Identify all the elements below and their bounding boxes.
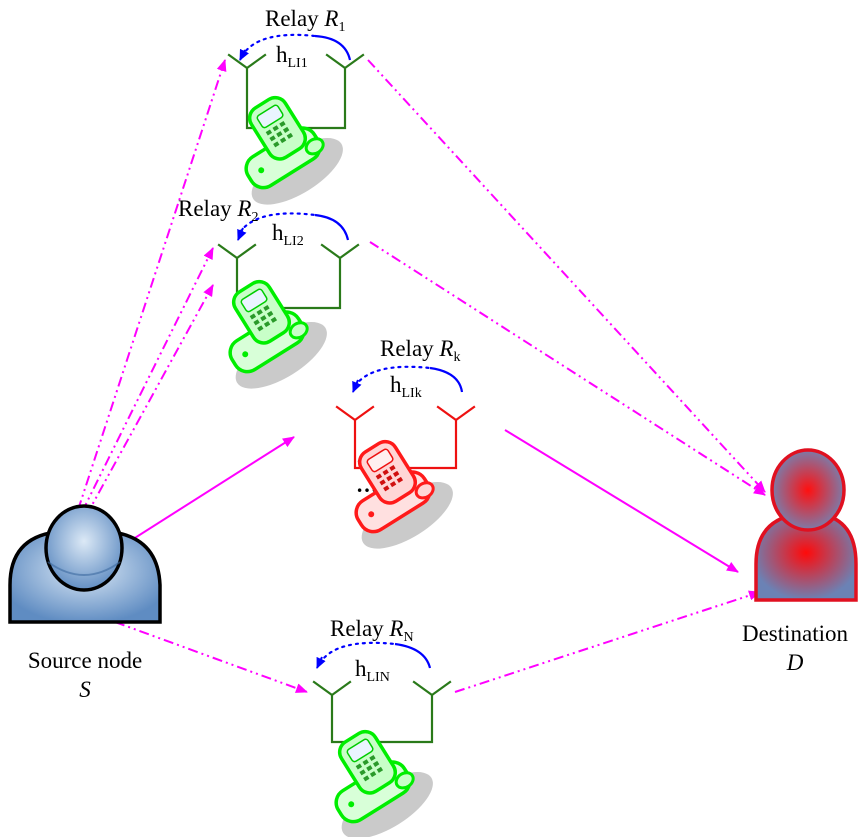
loop-interference-arc	[314, 34, 352, 61]
person-icon	[8, 504, 162, 624]
relay-2-li-channel: hLI2	[272, 220, 304, 249]
links	[77, 59, 766, 693]
destination-symbol: D	[786, 650, 804, 675]
relay-1-label: Relay R1	[265, 6, 345, 35]
loop-interference-arc	[238, 212, 317, 234]
mobile-phone-icon	[354, 439, 453, 549]
link-source-relay-1	[77, 59, 227, 511]
mobile-phone-icon	[334, 729, 433, 837]
source-label: Source node	[28, 648, 142, 673]
relay-k-label: Relay Rk	[380, 336, 460, 365]
relay-2-label: Relay R2	[178, 196, 258, 225]
relay-N-label: Relay RN	[330, 616, 414, 645]
loop-interference-arrow-icon	[239, 48, 249, 61]
mobile-phone-icon	[244, 95, 343, 205]
destination-label: Destination	[742, 621, 849, 646]
link-source-relay-2b	[85, 284, 214, 517]
link-relay-N-destination	[454, 590, 761, 693]
link-relay-2-destination	[369, 241, 766, 496]
loop-interference-arc	[353, 365, 432, 388]
antenna-icon	[217, 243, 360, 310]
loop-interference-arrow-icon	[316, 656, 326, 669]
mobile-phone-icon	[228, 279, 327, 389]
relay-k-li-channel: hLIk	[390, 372, 422, 401]
link-relay-k-destination	[504, 429, 739, 573]
relay-N-li-channel: hLIN	[355, 656, 390, 685]
relay-2: Relay R2 hLI2	[178, 196, 360, 389]
source-node: Source node S	[8, 504, 162, 702]
antenna-icon	[312, 680, 452, 744]
source-symbol: S	[79, 677, 91, 702]
link-relay-1-destination	[367, 59, 766, 493]
destination-node: Destination D	[742, 448, 858, 675]
relay-1-li-channel: hLI1	[276, 42, 308, 71]
link-source-relay-2a	[81, 247, 214, 513]
relay-1: Relay R1 hLI1	[227, 6, 365, 205]
loop-interference-arc	[429, 366, 464, 393]
relay-N: Relay RN hLIN	[312, 616, 452, 837]
relay-k: … … Relay Rk hLIk	[335, 336, 476, 549]
person-icon	[754, 448, 858, 602]
loop-interference-arc	[314, 213, 350, 241]
link-source-relay-N	[114, 621, 308, 693]
loop-interference-arc	[394, 642, 432, 669]
loop-interference-arrow-icon	[352, 379, 362, 393]
loop-interference-arrow-icon	[237, 227, 247, 241]
